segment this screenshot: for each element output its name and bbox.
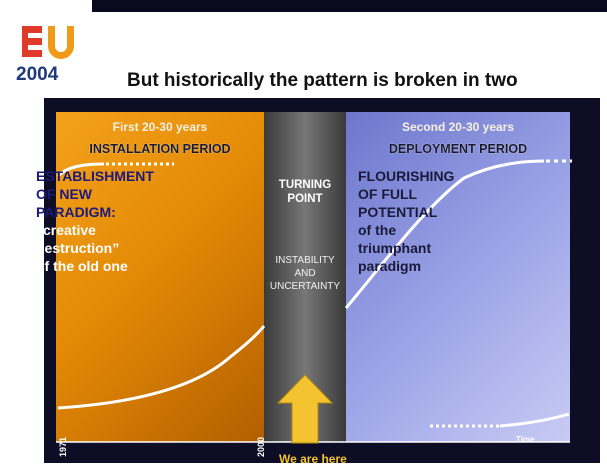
slide-title: But historically the pattern is broken i… — [127, 70, 518, 91]
s-curves — [56, 159, 572, 444]
deployment-line: POTENTIAL — [358, 204, 438, 220]
installation-period-title: INSTALLATION PERIOD — [89, 142, 231, 156]
deployment-line: OF FULL — [358, 186, 418, 202]
deployment-period-title: DEPLOYMENT PERIOD — [388, 142, 528, 156]
installation-line: PARADIGM: — [36, 204, 116, 220]
start-year-label: 1971 — [58, 436, 68, 457]
deployment-phase-label: Second 20-30 years — [401, 120, 515, 134]
installation-period-column — [56, 112, 264, 442]
installation-line: of the old one — [36, 258, 128, 274]
time-axis-label: Time — [516, 435, 535, 444]
deployment-line: triumphant — [358, 240, 432, 256]
prior-paradigm-curve — [56, 162, 105, 178]
installation-phase-label: First 20-30 years — [112, 120, 208, 134]
turning-point-line: TURNING — [278, 179, 332, 191]
we-are-here-arrow-icon — [276, 374, 334, 444]
diagram-panel: First 20-30 years INSTALLATION PERIOD Se… — [44, 98, 600, 466]
installation-line: OF NEW — [36, 186, 92, 202]
installation-description: ESTABLISHMENT OF NEW PARADIGM: “creative… — [36, 167, 154, 275]
logo-year: 2004 — [16, 64, 59, 85]
top-band-notch — [0, 0, 92, 12]
deployment-description: FLOURISHING OF FULL POTENTIAL of the tri… — [358, 167, 454, 275]
deployment-curve — [344, 159, 545, 309]
eu-logo-icon — [22, 26, 74, 59]
instability-line: UNCERTAINTY — [269, 281, 341, 292]
deployment-line: FLOURISHING — [358, 168, 455, 184]
installation-line: “creative — [36, 222, 96, 238]
next-paradigm-curve — [499, 412, 570, 428]
instability-line: AND — [294, 268, 316, 279]
deployment-line: of the — [358, 222, 397, 238]
instability-text: INSTABILITY AND UNCERTAINTY — [260, 254, 350, 293]
installation-line: ESTABLISHMENT — [36, 168, 154, 184]
deployment-period-column — [346, 112, 570, 442]
turning-point-title: TURNING POINT — [264, 178, 346, 206]
installation-curve — [57, 325, 266, 410]
deployment-line: paradigm — [358, 258, 422, 274]
mid-year-label: 2000 — [256, 436, 266, 457]
instability-line: INSTABILITY — [275, 255, 335, 266]
we-are-here-label: We are here — [279, 452, 347, 466]
top-band — [0, 0, 607, 12]
turning-point-line: POINT — [287, 193, 323, 205]
installation-line: destruction” — [36, 240, 120, 256]
